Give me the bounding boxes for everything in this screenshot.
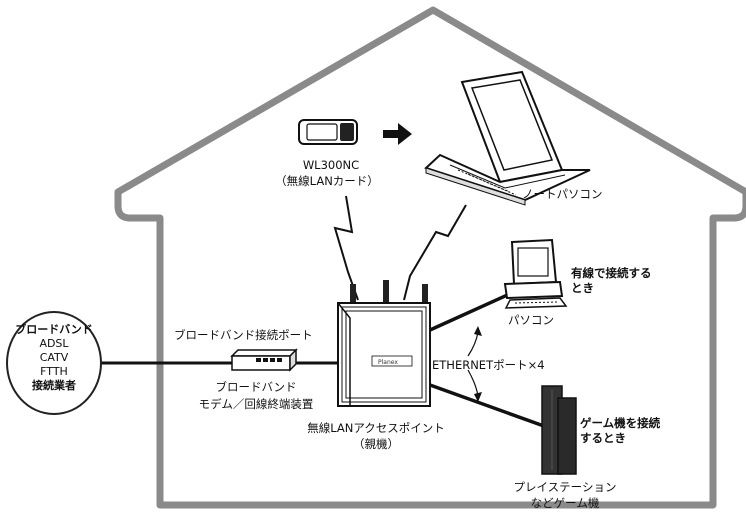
isp-suffix: 接続業者 [32,379,76,392]
card-label: WL300NC [302,158,360,172]
modem-label-line2: モデム／回線終端装置 [198,397,314,411]
access-point-label-line2: （親機） [353,437,399,451]
wireless-link-notebook [403,204,467,301]
game-note-line1: ゲーム機を接続 [580,416,661,430]
insert-arrow-icon [383,123,412,145]
notebook-pc-icon [424,70,591,206]
isp-type-adsl: ADSL [39,337,69,350]
wired-note-line2: とき [571,281,594,295]
game-note-line2: するとき [580,431,626,445]
ethernet-arrow-up [467,331,479,357]
svg-text:Planex: Planex [378,359,398,366]
modem-icon [230,348,298,372]
console-label-line1: プレイステーション [513,480,617,494]
ethernet-arrow-down [467,369,479,397]
modem-label-line1: ブロードバンド [215,380,297,394]
isp-title: ブロードバンド [15,323,93,336]
isp-type-ftth: FTTH [40,365,68,378]
desktop-pc-icon [503,238,568,309]
access-point-label-line1: 無線LANアクセスポイント [307,421,445,435]
ap-desktop-line [429,290,515,332]
ethernet-port-label: ETHERNETポート×4 [432,358,545,372]
antenna-icons [350,280,428,306]
wired-note-line1: 有線で接続する [571,266,652,280]
desktop-label: パソコン [508,313,554,327]
isp-provider-circle: ブロードバンド ADSL CATV FTTH 接続業者 [6,311,102,415]
wlan-card-icon [298,119,358,145]
isp-type-catv: CATV [39,351,69,364]
card-sub-label: （無線LANカード） [275,174,379,188]
access-point-icon: Planex [337,302,431,407]
notebook-label: ノートパソコン [522,187,603,201]
ap-console-line [429,383,556,432]
house-outline [114,6,746,509]
wireless-link-card [333,195,359,301]
console-label-line2: などゲーム機 [530,496,600,510]
game-console-icon [541,385,577,475]
broadband-port-label: ブロードバンド接続ポート [174,328,313,342]
